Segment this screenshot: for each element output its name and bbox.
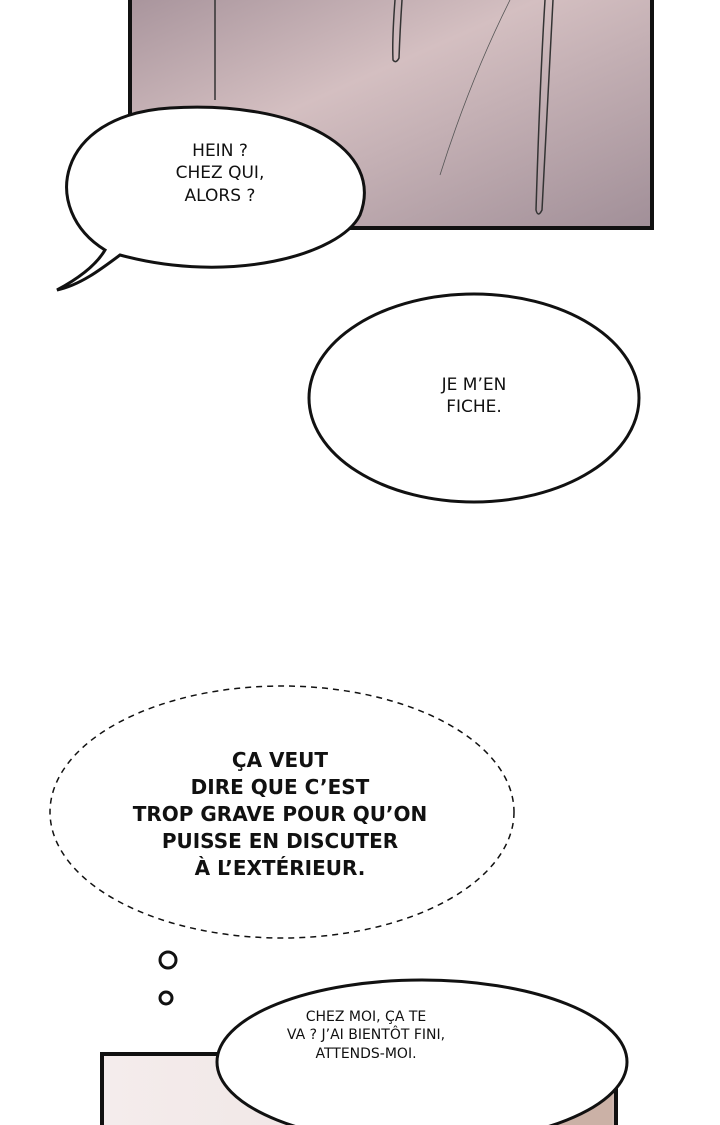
- text-line: JE M’EN: [441, 375, 507, 395]
- thought-dot-large: [158, 950, 178, 970]
- text-line: CHEZ QUI,: [175, 163, 265, 184]
- text-line: À L’EXTÉRIEUR.: [194, 856, 366, 880]
- text-line: PUISSE EN DISCUTER: [161, 829, 399, 853]
- speech-bubble-2: [307, 292, 641, 504]
- text-line: ÇA VEUT: [231, 748, 329, 772]
- speech-bubble-3: [215, 978, 629, 1125]
- thought-bubble: [49, 685, 515, 939]
- text-line: HEIN ?: [192, 141, 248, 161]
- speech-text-2: JE M’EN FICHE.: [374, 374, 574, 419]
- speech-text-3: CHEZ MOI, ÇA TE VA ? J’AI BIENTÔT FINI, …: [228, 1008, 504, 1063]
- text-line: TROP GRAVE POUR QU’ON: [132, 802, 428, 826]
- text-line: VA ? J’AI BIENTÔT FINI,: [286, 1027, 446, 1044]
- text-line: ALORS ?: [184, 185, 256, 206]
- thought-text: ÇA VEUT DIRE QUE C’EST TROP GRAVE POUR Q…: [100, 747, 460, 882]
- speech-bubble-1: [56, 105, 366, 292]
- text-line: FICHE.: [446, 397, 502, 418]
- text-line: CHEZ MOI, ÇA TE: [305, 1009, 427, 1025]
- thought-dot-small: [158, 990, 174, 1006]
- text-line: ATTENDS-MOI.: [315, 1045, 417, 1062]
- speech-text-1: HEIN ? CHEZ QUI, ALORS ?: [120, 140, 320, 207]
- text-line: DIRE QUE C’EST: [190, 775, 370, 799]
